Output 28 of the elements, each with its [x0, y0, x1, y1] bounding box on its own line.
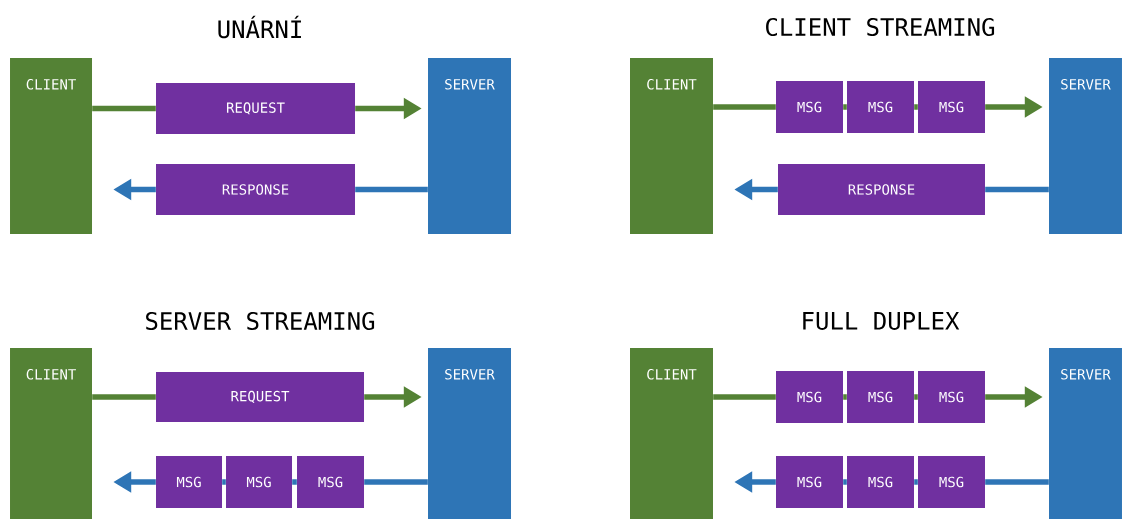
- panel-title: SERVER STREAMING: [146, 311, 375, 331]
- message-box: MSG: [226, 456, 292, 508]
- message-box: RESPONSE: [156, 164, 355, 215]
- endpoint-box: CLIENT: [630, 58, 713, 234]
- panel-title: CLIENT STREAMING: [766, 17, 995, 37]
- message-box: RESPONSE: [778, 164, 985, 215]
- message-box: MSG: [847, 371, 914, 423]
- endpoint-box: SERVER: [428, 348, 511, 519]
- message-box: MSG: [776, 81, 843, 133]
- message-box: REQUEST: [156, 372, 364, 422]
- endpoint-box: SERVER: [428, 58, 511, 234]
- message-box: MSG: [297, 456, 364, 508]
- endpoint-box: CLIENT: [10, 58, 92, 234]
- panel-title: UNÁRNÍ: [218, 15, 301, 39]
- endpoint-box: SERVER: [1049, 58, 1122, 234]
- message-box: MSG: [776, 371, 843, 423]
- message-box: MSG: [847, 456, 914, 508]
- panel-title: FULL DUPLEX: [803, 312, 960, 330]
- message-box: MSG: [847, 81, 914, 133]
- message-box: MSG: [918, 456, 985, 508]
- endpoint-box: CLIENT: [630, 348, 713, 519]
- message-box: REQUEST: [156, 83, 355, 134]
- endpoint-box: CLIENT: [10, 348, 92, 519]
- message-box: MSG: [918, 371, 985, 423]
- message-box: MSG: [776, 456, 843, 508]
- message-box: MSG: [918, 81, 985, 133]
- message-box: MSG: [156, 456, 222, 508]
- endpoint-box: SERVER: [1049, 348, 1122, 519]
